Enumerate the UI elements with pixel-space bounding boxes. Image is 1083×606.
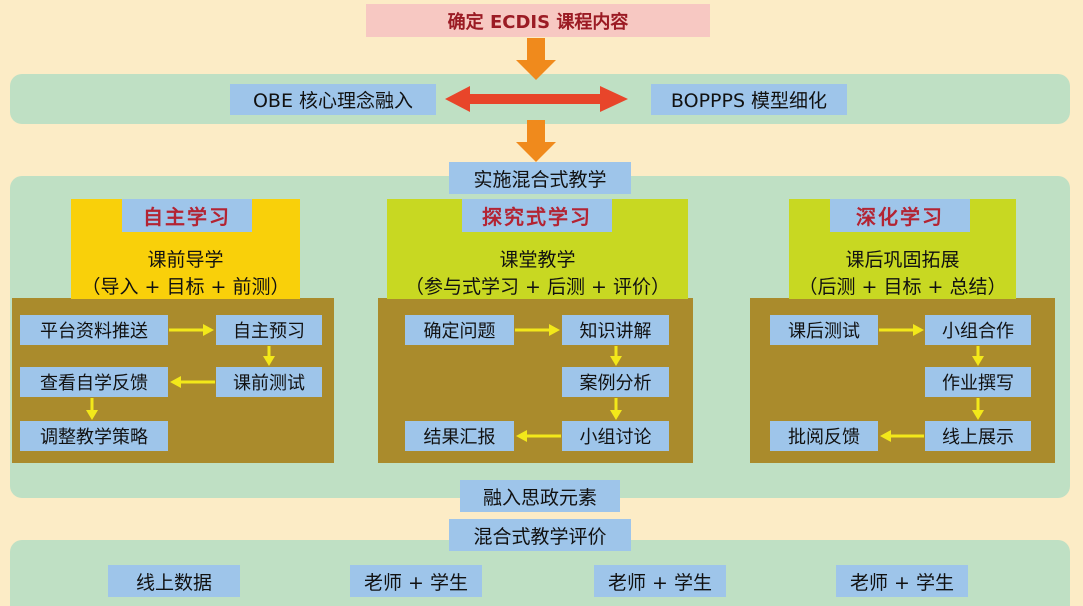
col2-node-report: 结果汇报 — [405, 421, 514, 451]
col1-node-pretest: 课前测试 — [216, 367, 322, 397]
col2-node-discussion: 小组讨论 — [562, 421, 669, 451]
column-1-label: 自主学习 — [122, 199, 252, 232]
column-1-stage: 课前导学 — [147, 249, 224, 271]
col3-node-assignment: 作业撰写 — [925, 367, 1031, 397]
col3-node-review-feedback: 批阅反馈 — [770, 421, 878, 451]
down-arrow-2 — [516, 120, 556, 162]
ideology-box: 融入思政元素 — [460, 480, 620, 512]
column-2-stage: 课堂教学 — [499, 249, 576, 271]
col1-node-self-preview: 自主预习 — [216, 315, 322, 345]
eval-item-teacher-student-2: 老师 + 学生 — [594, 565, 726, 597]
eval-item-teacher-student-3: 老师 + 学生 — [836, 565, 968, 597]
column-3-detail: （后测 + 目标 + 总结） — [798, 276, 1007, 298]
column-3-stage: 课后巩固拓展 — [845, 249, 960, 271]
column-2-label: 探究式学习 — [462, 199, 612, 232]
col3-node-post-test: 课后测试 — [770, 315, 878, 345]
boppps-model-box: BOPPPS 模型细化 — [651, 84, 847, 115]
eval-item-teacher-student-1: 老师 + 学生 — [350, 565, 482, 597]
col2-node-define-problem: 确定问题 — [405, 315, 514, 345]
col1-node-platform-push: 平台资料推送 — [20, 315, 168, 345]
blended-teaching-box: 实施混合式教学 — [449, 162, 631, 194]
column-2-header: 探究式学习 课堂教学 （参与式学习 + 后测 + 评价） — [387, 199, 688, 299]
column-2-detail: （参与式学习 + 后测 + 评价） — [405, 276, 670, 298]
col2-node-knowledge: 知识讲解 — [562, 315, 669, 345]
col3-node-group-work: 小组合作 — [925, 315, 1031, 345]
col1-node-feedback: 查看自学反馈 — [20, 367, 168, 397]
col1-node-adjust: 调整教学策略 — [20, 421, 168, 451]
col3-node-online-show: 线上展示 — [925, 421, 1031, 451]
page-title: 确定 ECDIS 课程内容 — [366, 4, 710, 37]
eval-item-online-data: 线上数据 — [108, 565, 240, 597]
column-1-header: 自主学习 课前导学 （导入 + 目标 + 前测） — [71, 199, 300, 299]
obe-model-box: OBE 核心理念融入 — [230, 84, 436, 115]
evaluation-title-box: 混合式教学评价 — [449, 519, 631, 551]
column-1-detail: （导入 + 目标 + 前测） — [81, 276, 290, 298]
model-band — [10, 74, 1070, 124]
column-3-label: 深化学习 — [830, 199, 970, 232]
col2-node-case: 案例分析 — [562, 367, 669, 397]
column-3-header: 深化学习 课后巩固拓展 （后测 + 目标 + 总结） — [789, 199, 1016, 299]
